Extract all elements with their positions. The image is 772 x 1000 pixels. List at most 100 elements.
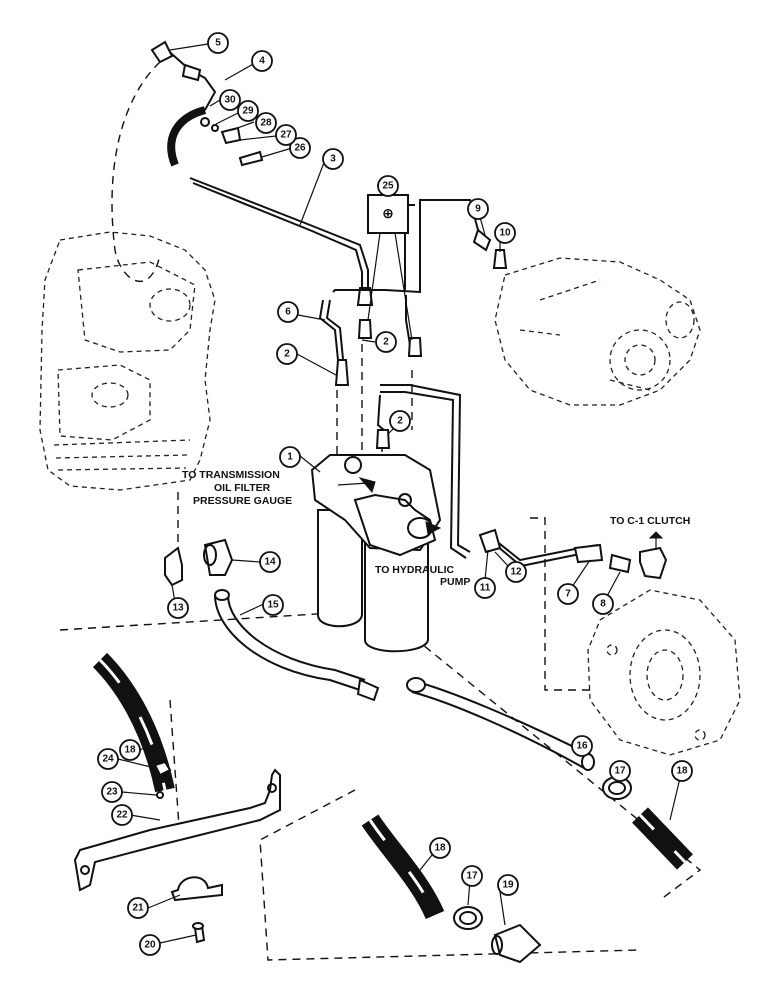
hose-18-upper: [92, 652, 175, 793]
clutch-housing-outline: [587, 589, 741, 756]
svg-text:9: 9: [475, 204, 481, 215]
svg-text:13: 13: [172, 603, 184, 614]
svg-text:21: 21: [132, 903, 144, 914]
screw-20: [192, 922, 206, 944]
callout-3: 3: [322, 148, 344, 170]
callout-2-filter: 2: [389, 410, 411, 432]
callout-10: 10: [494, 222, 516, 244]
svg-text:27: 27: [280, 130, 292, 141]
callout-23: 23: [101, 781, 123, 803]
svg-text:3: 3: [330, 154, 336, 165]
adapter-19: [491, 923, 542, 964]
callout-15: 15: [262, 594, 284, 616]
note-transmission-line-3: PRESSURE GAUGE: [193, 495, 292, 507]
svg-text:5: 5: [215, 38, 221, 49]
note-transmission-line-1: TO TRANSMISSION: [182, 469, 280, 481]
hose-4: [155, 47, 217, 167]
pipe-16: [406, 677, 595, 771]
callout-2-left: 2: [276, 343, 298, 365]
callout-21: 21: [127, 897, 149, 919]
svg-text:23: 23: [106, 787, 118, 798]
svg-text:15: 15: [267, 600, 279, 611]
tube-6-and-9: [318, 199, 483, 381]
callout-20: 20: [139, 934, 161, 956]
callout-18-lower-right: 18: [671, 760, 693, 782]
note-hydraulic-line-1: TO HYDRAULIC: [375, 564, 455, 576]
elbow-13: [164, 546, 183, 587]
callout-8: 8: [592, 593, 614, 615]
callout-29: 29: [237, 100, 259, 122]
svg-text:22: 22: [116, 810, 128, 821]
svg-text:8: 8: [600, 599, 606, 610]
svg-text:24: 24: [102, 754, 114, 765]
washer-23: [156, 791, 164, 799]
svg-text:2: 2: [397, 416, 403, 427]
svg-text:4: 4: [259, 56, 265, 67]
clamp-17-upper: [602, 776, 632, 800]
clamp-17-lower: [453, 906, 483, 930]
svg-text:16: 16: [576, 741, 588, 752]
svg-text:28: 28: [260, 118, 272, 129]
note-transmission-line-2: OIL FILTER: [214, 482, 271, 494]
callout-11: 11: [474, 577, 496, 599]
nut-24: [153, 760, 172, 777]
callout-2-center: 2: [375, 331, 397, 353]
callout-13: 13: [167, 597, 189, 619]
fittings: [150, 40, 668, 580]
callout-18-lower-left: 18: [429, 837, 451, 859]
svg-text:2: 2: [284, 349, 290, 360]
callout-1: 1: [279, 446, 301, 468]
callout-22: 22: [111, 804, 133, 826]
svg-text:14: 14: [264, 557, 276, 568]
svg-text:6: 6: [285, 307, 291, 318]
callout-28: 28: [255, 112, 277, 134]
svg-text:10: 10: [499, 228, 511, 239]
callout-7: 7: [557, 583, 579, 605]
tube-long-to-12: [376, 384, 471, 559]
bracket-22: [73, 768, 281, 892]
hydraulic-pump-outline: [494, 257, 701, 406]
note-hydraulic-pump: TO HYDRAULIC PUMP: [375, 564, 470, 588]
svg-text:12: 12: [510, 567, 522, 578]
filter-assembly: [310, 454, 442, 653]
callout-30: 30: [219, 89, 241, 111]
callout-14: 14: [259, 551, 281, 573]
note-hydraulic-line-2: PUMP: [440, 576, 470, 588]
svg-text:7: 7: [565, 589, 571, 600]
svg-text:26: 26: [294, 143, 306, 154]
svg-text:11: 11: [480, 583, 491, 594]
kit-25-box: [367, 194, 413, 341]
pipe-15: [214, 589, 380, 702]
svg-text:18: 18: [676, 766, 688, 777]
callout-17-upper: 17: [609, 760, 631, 782]
svg-text:18: 18: [124, 745, 136, 756]
callout-9: 9: [467, 198, 489, 220]
svg-text:18: 18: [434, 843, 446, 854]
kit-symbol-icon: ⊕: [382, 206, 394, 222]
svg-text:29: 29: [242, 106, 254, 117]
elbow-14: [203, 538, 234, 576]
svg-text:17: 17: [466, 871, 478, 882]
callout-5: 5: [207, 32, 229, 54]
callout-27: 27: [275, 124, 297, 146]
callout-18-upper: 18: [119, 739, 141, 761]
note-c1-clutch: TO C-1 CLUTCH: [610, 515, 690, 527]
callout-25: 25: [377, 175, 399, 197]
callout-4: 4: [251, 50, 273, 72]
hose-18-lower-right: [632, 807, 693, 870]
svg-text:30: 30: [224, 95, 236, 106]
svg-text:1: 1: [287, 452, 293, 463]
note-transmission-gauge: TO TRANSMISSION OIL FILTER PRESSURE GAUG…: [182, 469, 292, 507]
callout-17-lower: 17: [461, 865, 483, 887]
callout-12: 12: [505, 561, 527, 583]
svg-text:20: 20: [144, 940, 156, 951]
callout-26: 26: [289, 137, 311, 159]
strap-21: [170, 876, 223, 902]
svg-text:25: 25: [382, 181, 394, 192]
svg-text:17: 17: [614, 766, 626, 777]
tube-3: [189, 177, 374, 306]
callout-19: 19: [497, 874, 519, 896]
callout-24: 24: [97, 748, 119, 770]
